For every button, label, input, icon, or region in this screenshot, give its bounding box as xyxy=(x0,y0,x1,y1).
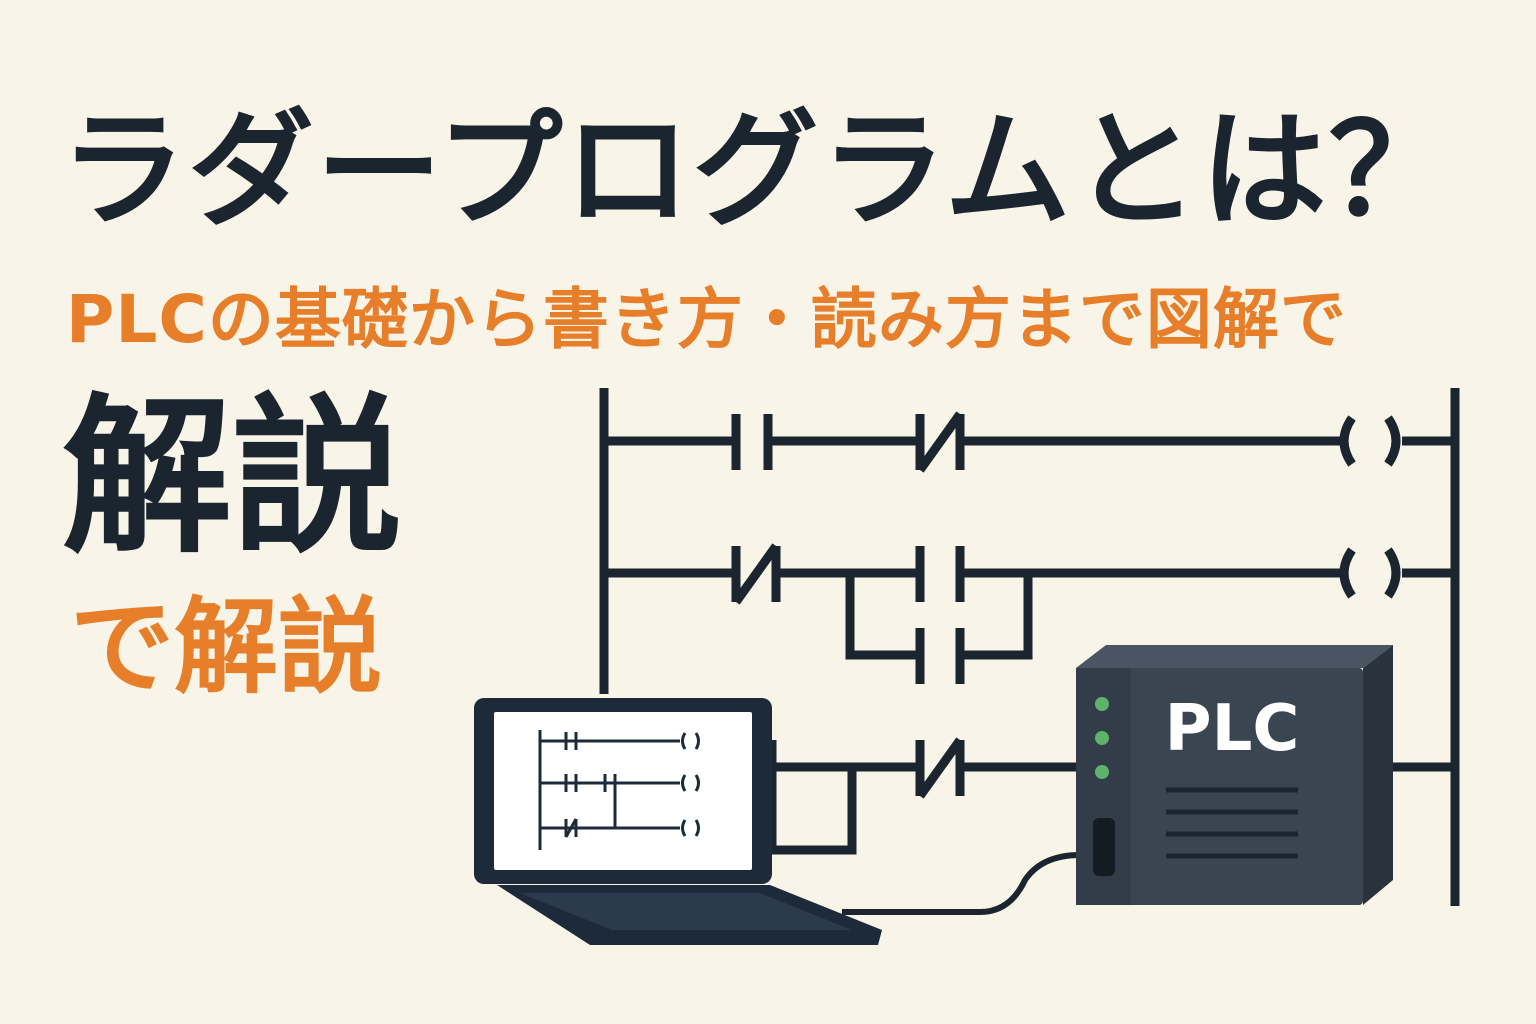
rung-1 xyxy=(604,411,1455,473)
rung-2 xyxy=(604,543,1455,684)
big-label: 解説 xyxy=(62,379,403,577)
coil-1 xyxy=(1339,415,1401,467)
plc-port xyxy=(1093,818,1115,876)
status-led-3 xyxy=(1095,765,1109,779)
laptop-icon xyxy=(474,698,882,945)
page-title: ラダープログラムとは？ xyxy=(60,97,1457,244)
page-subtitle: PLCの基礎から書き方・読み方まで図解で xyxy=(66,281,1347,358)
plc-label: PLC xyxy=(1165,692,1300,766)
status-led-2 xyxy=(1095,731,1109,745)
plc-unit-icon: PLC xyxy=(1076,645,1393,905)
orange-label: で解説 xyxy=(70,586,383,708)
connection-cable xyxy=(842,852,1081,915)
coil-2 xyxy=(1339,547,1401,599)
status-led-1 xyxy=(1095,697,1109,711)
